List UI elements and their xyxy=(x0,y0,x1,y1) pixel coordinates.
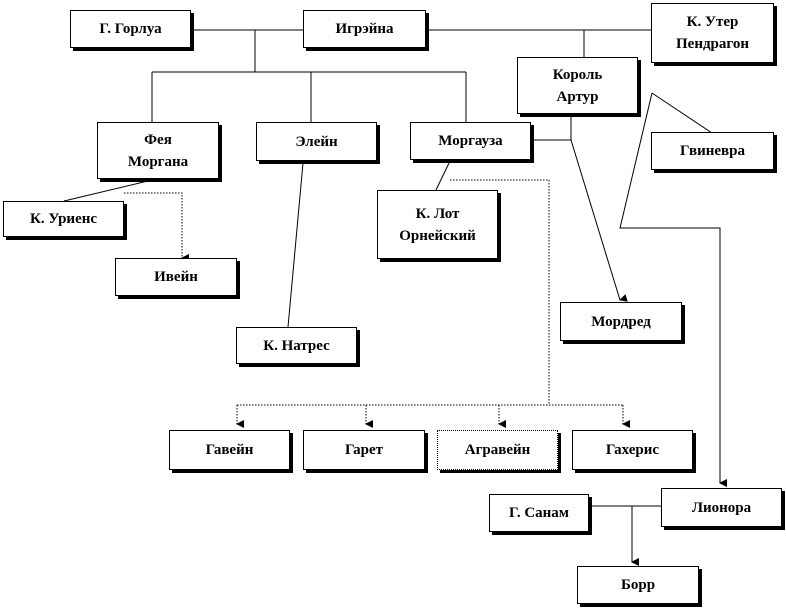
person-mordred: Мордред xyxy=(560,302,682,341)
person-name: К. Уриенс xyxy=(29,211,98,227)
person-gorlua: Г. Горлуа xyxy=(70,10,191,48)
person-elein: Элейн xyxy=(256,122,377,161)
person-name-line2: Артур xyxy=(556,88,599,105)
person-gavein: Гавейн xyxy=(169,430,290,470)
person-morgauza: Моргауза xyxy=(410,122,531,160)
link-arthur-lionora xyxy=(619,92,727,487)
person-agravein: Агравейн xyxy=(437,430,558,470)
person-name: Игрэйна xyxy=(335,21,394,37)
person-name: Мордред xyxy=(591,313,651,330)
person-lot: К. Лот Орнейский xyxy=(377,190,498,259)
person-name: Г. Горлуа xyxy=(99,21,162,37)
link-to-mordred xyxy=(570,139,628,302)
person-name: К. Натрес xyxy=(263,337,330,354)
person-name: Лионора xyxy=(691,499,752,516)
person-name: Гарет xyxy=(344,442,384,458)
person-borr: Борр xyxy=(577,566,699,604)
person-lionora: Лионора xyxy=(661,488,782,527)
person-name-line1: К. Лот xyxy=(415,205,460,222)
person-garet: Гарет xyxy=(303,430,425,470)
link-morgauza-lot xyxy=(435,160,451,191)
person-name: Гавейн xyxy=(205,442,254,458)
person-arthur: Король Артур xyxy=(517,57,638,114)
person-sanam: Г. Санам xyxy=(489,494,589,532)
person-name: Г. Санам xyxy=(508,505,570,521)
person-name: Борр xyxy=(620,577,656,593)
person-natres: К. Натрес xyxy=(236,327,357,364)
person-name-line2: Пендрагон xyxy=(676,36,749,52)
person-name-line1: К. Утер xyxy=(686,14,739,30)
person-gaheris: Гахерис xyxy=(572,430,693,470)
person-morgana: Фея Моргана xyxy=(97,122,219,179)
link-lot-children xyxy=(450,179,550,405)
link-arthur-gvinevra xyxy=(651,92,713,134)
person-gvinevra: Гвиневра xyxy=(651,132,774,170)
person-name: Гвиневра xyxy=(680,143,745,159)
person-uriens: К. Уриенс xyxy=(3,201,124,237)
person-name-line2: Моргана xyxy=(127,153,189,170)
person-name-line1: Фея xyxy=(144,131,172,148)
link-elein-natres xyxy=(287,162,304,328)
person-name: Моргауза xyxy=(438,133,503,149)
person-igreina: Игрэйна xyxy=(303,10,426,48)
person-name-line1: Король xyxy=(552,66,603,83)
person-name: Ивейн xyxy=(154,269,198,285)
person-name: Гахерис xyxy=(605,442,660,458)
link-morgana-uriens xyxy=(63,179,153,202)
person-name-line2: Орнейский xyxy=(399,227,476,244)
person-name: Элейн xyxy=(295,133,338,150)
person-ivein: Ивейн xyxy=(115,258,237,296)
person-uter: К. Утер Пендрагон xyxy=(651,3,774,63)
link-to-ivein xyxy=(124,192,189,262)
person-name: Агравейн xyxy=(464,442,531,458)
